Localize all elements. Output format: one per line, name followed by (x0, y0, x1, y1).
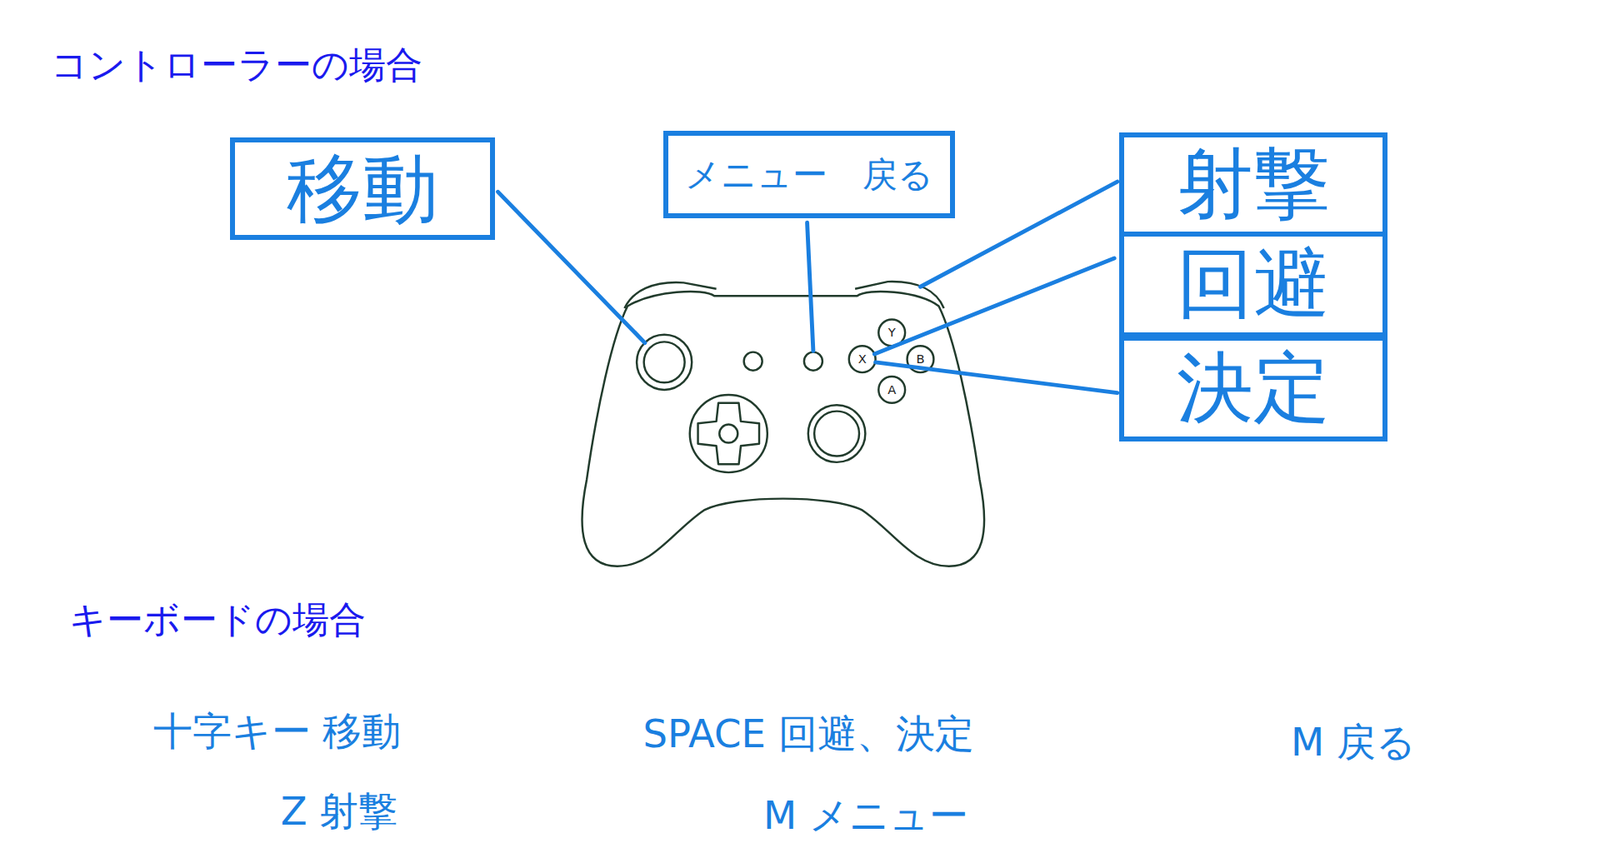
leader-line (807, 222, 814, 351)
right-stick (808, 405, 866, 463)
a-button (878, 376, 905, 404)
section-heading: コントローラーの場合 (50, 45, 423, 85)
box-text: 回避 (1176, 244, 1330, 325)
label-box: 回避 (1119, 231, 1388, 338)
box-text: 決定 (1176, 348, 1330, 429)
label-box: 射撃 (1119, 132, 1388, 236)
button-letter: X (858, 352, 867, 366)
box-text: メニュー 戻る (685, 156, 934, 194)
label-box: 移動 (230, 137, 495, 240)
box-text: 移動 (286, 149, 439, 229)
key-binding: M メニュー (763, 795, 969, 838)
button-letter: B (915, 352, 925, 366)
x-button (849, 345, 876, 373)
left-bumper (624, 282, 716, 309)
key-binding: 十字キー 移動 (153, 710, 402, 754)
left-stick-inner (644, 341, 685, 383)
key-binding: Z 射撃 (280, 790, 399, 834)
key-binding: M 戻る (1290, 721, 1416, 765)
dpad-center (719, 425, 738, 444)
menu-button (804, 352, 823, 371)
dpad-ring (690, 395, 768, 473)
leader-line (875, 362, 1118, 394)
key-binding: SPACE 回避、決定 (642, 713, 974, 756)
dpad-cross (698, 403, 760, 465)
box-text: 射撃 (1176, 144, 1330, 225)
leader-line (498, 191, 645, 343)
right-bumper (855, 281, 945, 309)
view-button (744, 352, 763, 371)
section-heading: キーボードの場合 (69, 600, 366, 640)
label-box: 決定 (1119, 335, 1388, 442)
right-stick-inner (814, 411, 860, 457)
leader-line (874, 258, 1115, 355)
button-letter: Y (888, 325, 896, 340)
button-letter: A (887, 383, 896, 397)
label-box: メニュー 戻る (663, 130, 955, 219)
